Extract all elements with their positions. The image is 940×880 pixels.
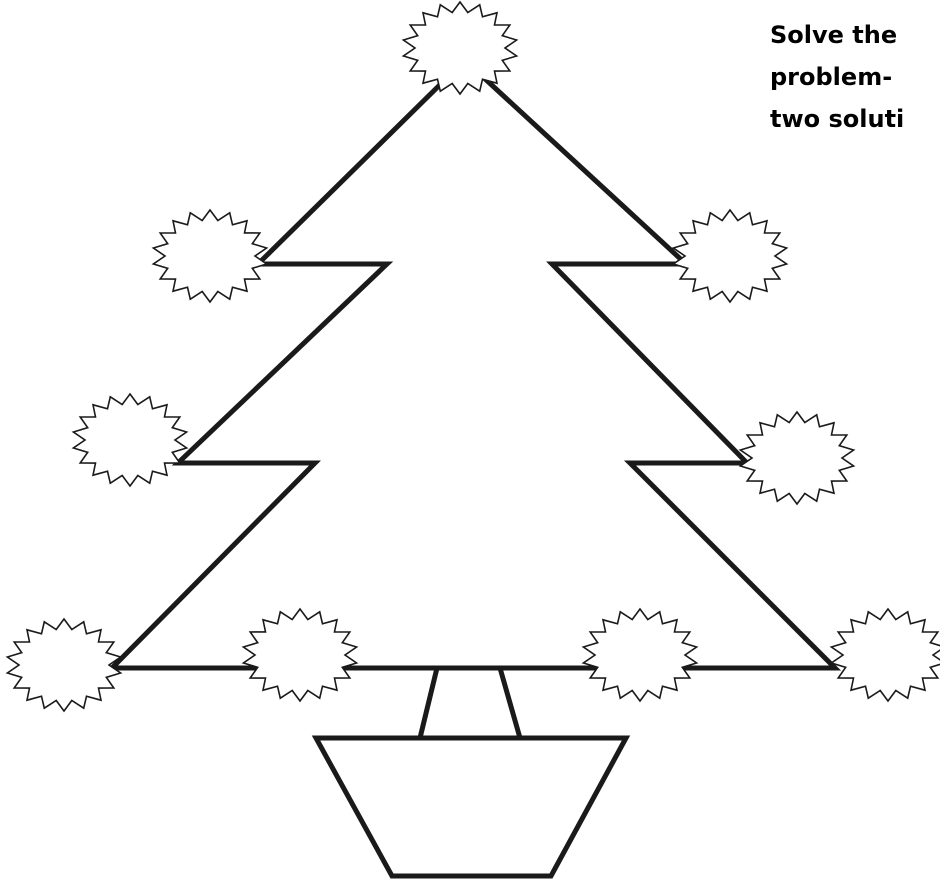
trunk-right-edge [497,667,523,739]
ornament-upper-left [151,208,269,304]
instructions-text: Solve the problem- two soluti [770,14,940,140]
tree-outline [106,63,842,671]
ornament-bottom-left-end [5,617,123,713]
trunk-left-edge [417,667,440,739]
ornament-bottom-right-end [829,607,940,703]
instructions-line-1: Solve the [770,21,898,49]
tree-pot [311,735,631,879]
instructions-line-2: problem- [770,63,893,91]
instructions-line-3: two soluti [770,105,905,133]
ornament-bottom-right-inner [581,607,699,703]
ornament-middle-left [71,392,189,488]
ornament-top [401,0,519,96]
ornament-upper-right [671,208,789,304]
ornament-middle-right [738,410,856,506]
ornaments-group [5,0,940,713]
ornament-bottom-left-inner [241,607,359,703]
